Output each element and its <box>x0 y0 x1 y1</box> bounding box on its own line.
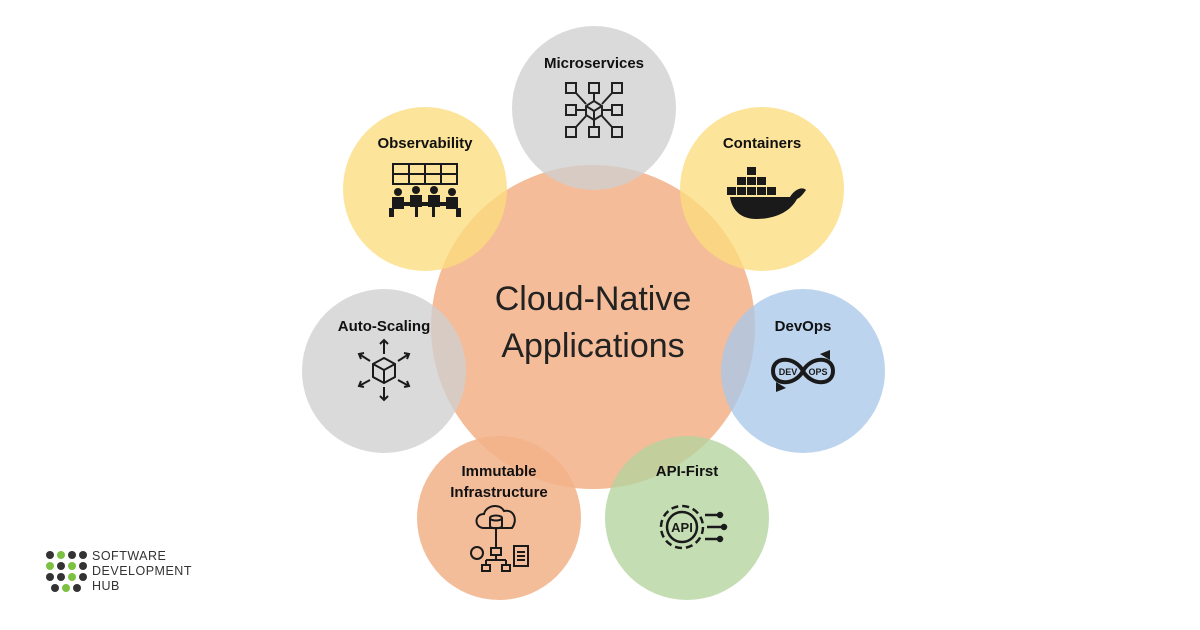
devops-loop-icon: DEV OPS <box>770 350 836 392</box>
docker-whale-icon <box>727 167 806 219</box>
center-title-line1: Cloud-Native <box>495 280 692 318</box>
logo-text-line1: SOFTWARE <box>92 549 166 563</box>
scaling-cube-icon <box>357 338 411 402</box>
api-gear-icon: API <box>659 504 728 550</box>
logo-text-line2: DEVELOPMENT <box>92 564 192 578</box>
node-devops: DevOps DEV OPS <box>721 289 885 453</box>
node-containers: Containers <box>680 107 844 271</box>
node-microservices-circle <box>512 26 676 190</box>
node-immutable-infrastructure-circle <box>417 436 581 600</box>
node-observability: Observability <box>343 107 507 271</box>
database-cloud-icon <box>470 505 529 572</box>
svg-text:API: API <box>671 520 693 535</box>
node-observability-label: Observability <box>377 135 473 152</box>
node-immutable-label-line1: Immutable <box>461 463 536 480</box>
logo-text-line3: HUB <box>92 579 120 593</box>
svg-text:DEV: DEV <box>779 367 798 377</box>
brand-logo: SOFTWARE DEVELOPMENT HUB <box>46 549 192 593</box>
microservices-icon <box>565 82 623 138</box>
node-containers-label: Containers <box>723 135 801 152</box>
node-auto-scaling-label: Auto-Scaling <box>338 318 431 335</box>
node-immutable-label-line2: Infrastructure <box>450 484 548 501</box>
node-api-first-circle <box>605 436 769 600</box>
node-api-first-label: API-First <box>656 463 719 480</box>
node-auto-scaling: Auto-Scaling <box>302 289 466 453</box>
node-microservices: Microservices <box>512 26 676 190</box>
node-microservices-label: Microservices <box>544 55 644 72</box>
node-devops-label: DevOps <box>775 318 832 335</box>
monitoring-room-icon <box>389 163 461 217</box>
node-observability-circle <box>343 107 507 271</box>
node-immutable-infrastructure: Immutable Infrastructure <box>417 436 581 600</box>
node-api-first: API-First API <box>605 436 769 600</box>
sdh-logo-icon <box>46 551 87 592</box>
svg-text:OPS: OPS <box>808 367 827 377</box>
center-circle <box>431 165 755 489</box>
center-title-line2: Applications <box>501 327 684 365</box>
